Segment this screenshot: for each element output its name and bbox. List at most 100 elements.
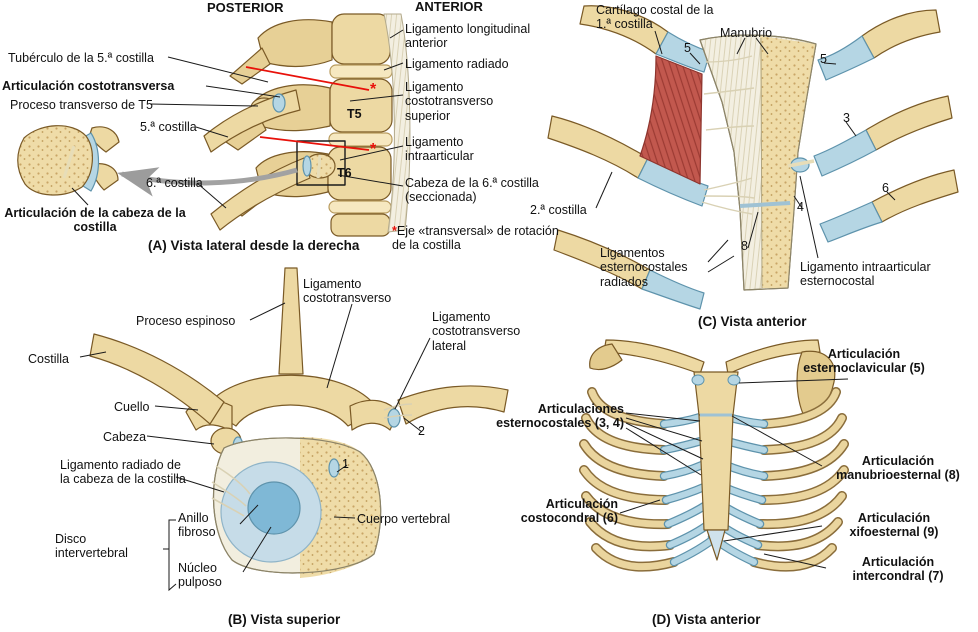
label-nucleo-pulposo: Núcleo pulposo — [178, 561, 222, 590]
label-b-1: 1 — [342, 457, 349, 471]
label-articulacion-costotransversa: Articulación costotransversa — [2, 79, 175, 93]
axis-rotation-note-text: Eje «transversal» de rotación de la cost… — [392, 224, 559, 253]
right-cartilage-1 — [817, 35, 875, 81]
panel-d-drawing — [579, 339, 849, 572]
label-6a-costilla: 6.ª costilla — [146, 176, 203, 190]
label-cabeza: Cabeza — [103, 430, 147, 444]
label-2a-costilla: 2.ª costilla — [530, 203, 587, 217]
left-cartilage-3 — [641, 269, 705, 310]
vertebral-arch — [209, 374, 375, 427]
red-asterisk-note: * — [392, 224, 397, 238]
inset-rib-head — [17, 125, 93, 196]
right-rib — [397, 385, 509, 425]
right-rib-2 — [865, 95, 953, 151]
panel-a-orientation-posterior: POSTERIOR — [207, 0, 284, 15]
label-c-8: 8 — [741, 239, 748, 253]
intercostal-muscle — [639, 55, 703, 185]
label-t6: T6 — [337, 166, 352, 180]
radiate-sternocostal-ligaments — [701, 55, 755, 215]
label-lig-costotransverso-superior: Ligamento costotransverso superior — [405, 80, 494, 123]
label-articulacion-intercondral: Articulación intercondral (7) — [852, 555, 944, 584]
label-c-6: 6 — [882, 181, 889, 195]
ribs — [580, 388, 848, 571]
head-facet-right — [328, 458, 340, 478]
label-costilla: Costilla — [28, 352, 69, 366]
rib-6-head-joint — [302, 155, 312, 177]
label-c-4: 4 — [797, 200, 804, 214]
label-articulacion-cabeza-costilla: Articulación de la cabeza de la costilla — [4, 206, 186, 235]
label-tuberculo-5a-costilla: Tubérculo de la 5.ª costilla — [8, 51, 154, 65]
magnify-arrow — [117, 167, 298, 197]
panel-d-title: (D) Vista anterior — [652, 612, 761, 627]
right-cartilage-3 — [819, 201, 883, 243]
panel-c-title: (C) Vista anterior — [698, 314, 807, 329]
anterior-longitudinal-ligament — [383, 13, 411, 233]
label-proceso-espinoso: Proceso espinoso — [136, 314, 236, 328]
sternum-body — [698, 414, 734, 531]
spinous-t4 — [229, 47, 271, 85]
label-c-5-der: 5 — [820, 52, 827, 66]
label-lig-costotransverso-lateral: Ligamento costotransverso lateral — [432, 310, 521, 353]
manubriosternal-joint — [739, 201, 791, 208]
rib-rotation-axes — [245, 66, 370, 151]
label-lig-intraarticular-esternocostal: Ligamento intraarticular esternocostal — [800, 260, 931, 289]
label-disco-intervertebral: Disco intervertebral — [55, 532, 128, 561]
sternum-bone-half — [760, 36, 816, 288]
left-clavicle — [603, 339, 705, 375]
left-rib-2 — [547, 115, 649, 179]
label-articulacion-manubrioesternal: Articulación manubrioesternal (8) — [836, 454, 960, 483]
axis-rotation-note: *Eje «transversal» de rotación de la cos… — [392, 224, 572, 253]
rib-6 — [210, 157, 311, 231]
posterior-arch-t4 — [257, 19, 333, 68]
label-proceso-transverso-t5: Proceso transverso de T5 — [10, 98, 153, 112]
panel-b-title: (B) Vista superior — [228, 612, 341, 627]
right-rib-3 — [871, 169, 959, 223]
label-c-5-izq: 5 — [684, 41, 691, 55]
costotransverse-facet — [387, 408, 401, 428]
label-lig-radiado: Ligamento radiado — [405, 57, 509, 71]
label-articulacion-xifoesternal: Articulación xifoesternal (9) — [849, 511, 939, 540]
label-articulacion-costocondral: Articulación costocondral (6) — [520, 497, 618, 526]
label-lig-longitudinal-anterior: Ligamento longitudinal anterior — [405, 22, 531, 51]
right-transverse-process — [349, 399, 399, 431]
label-cabeza-6a-costilla: Cabeza de la 6.ª costilla (seccionada) — [405, 176, 539, 205]
left-shoulder — [589, 343, 623, 371]
label-c-3: 3 — [843, 111, 850, 125]
left-sternoclavicular-joint — [691, 374, 705, 386]
t4-body — [331, 13, 391, 65]
vertebral-body-cut — [300, 437, 381, 578]
label-cuello: Cuello — [114, 400, 150, 414]
label-articulaciones-esternocostales: Articulaciones esternocostales (3, 4) — [496, 402, 624, 431]
disc-t6-t7 — [328, 200, 392, 214]
t7-body — [330, 213, 391, 237]
label-anillo-fibroso: Anillo fibroso — [178, 511, 216, 540]
right-rib-1 — [861, 9, 941, 59]
detail-highlight-box — [296, 140, 346, 186]
nucleus-pulposus — [247, 481, 301, 535]
disc-t4-t5 — [329, 64, 393, 79]
right-clavicle — [725, 339, 821, 375]
label-lig-costotransverso: Ligamento costotransverso — [303, 277, 392, 306]
red-asterisk-lower: * — [370, 141, 377, 158]
label-articulacion-esternoclavicular: Articulación esternoclavicular (5) — [803, 347, 925, 376]
panel-b-drawing — [89, 267, 509, 578]
panel-a-drawing — [17, 13, 411, 237]
intraarticular-sternocostal-ligament — [787, 159, 815, 168]
rib-head-inset — [17, 125, 120, 196]
left-rib — [89, 333, 225, 425]
label-lig-radiado-cabeza: Ligamento radiado de la cabeza de la cos… — [60, 458, 186, 487]
label-lig-intraarticular: Ligamento intraarticular — [405, 135, 474, 164]
label-lig-esternocostales-radiados: Ligamentos esternocostales radiados — [600, 246, 688, 289]
spinous-process — [278, 267, 304, 375]
label-cartilago-costal-1: Cartílago costal de la 1.ª costilla — [596, 3, 714, 32]
right-sternoclavicular-joint — [727, 374, 741, 386]
radiate-ligament-fibers — [211, 403, 413, 517]
right-cartilage-2 — [813, 129, 877, 177]
label-b-2: 2 — [418, 424, 425, 438]
xiphoid-process — [706, 529, 726, 561]
label-cuerpo-vertebral: Cuerpo vertebral — [357, 512, 451, 526]
leader-lines — [71, 29, 896, 592]
panel-a-title: (A) Vista lateral desde la derecha — [148, 238, 360, 253]
